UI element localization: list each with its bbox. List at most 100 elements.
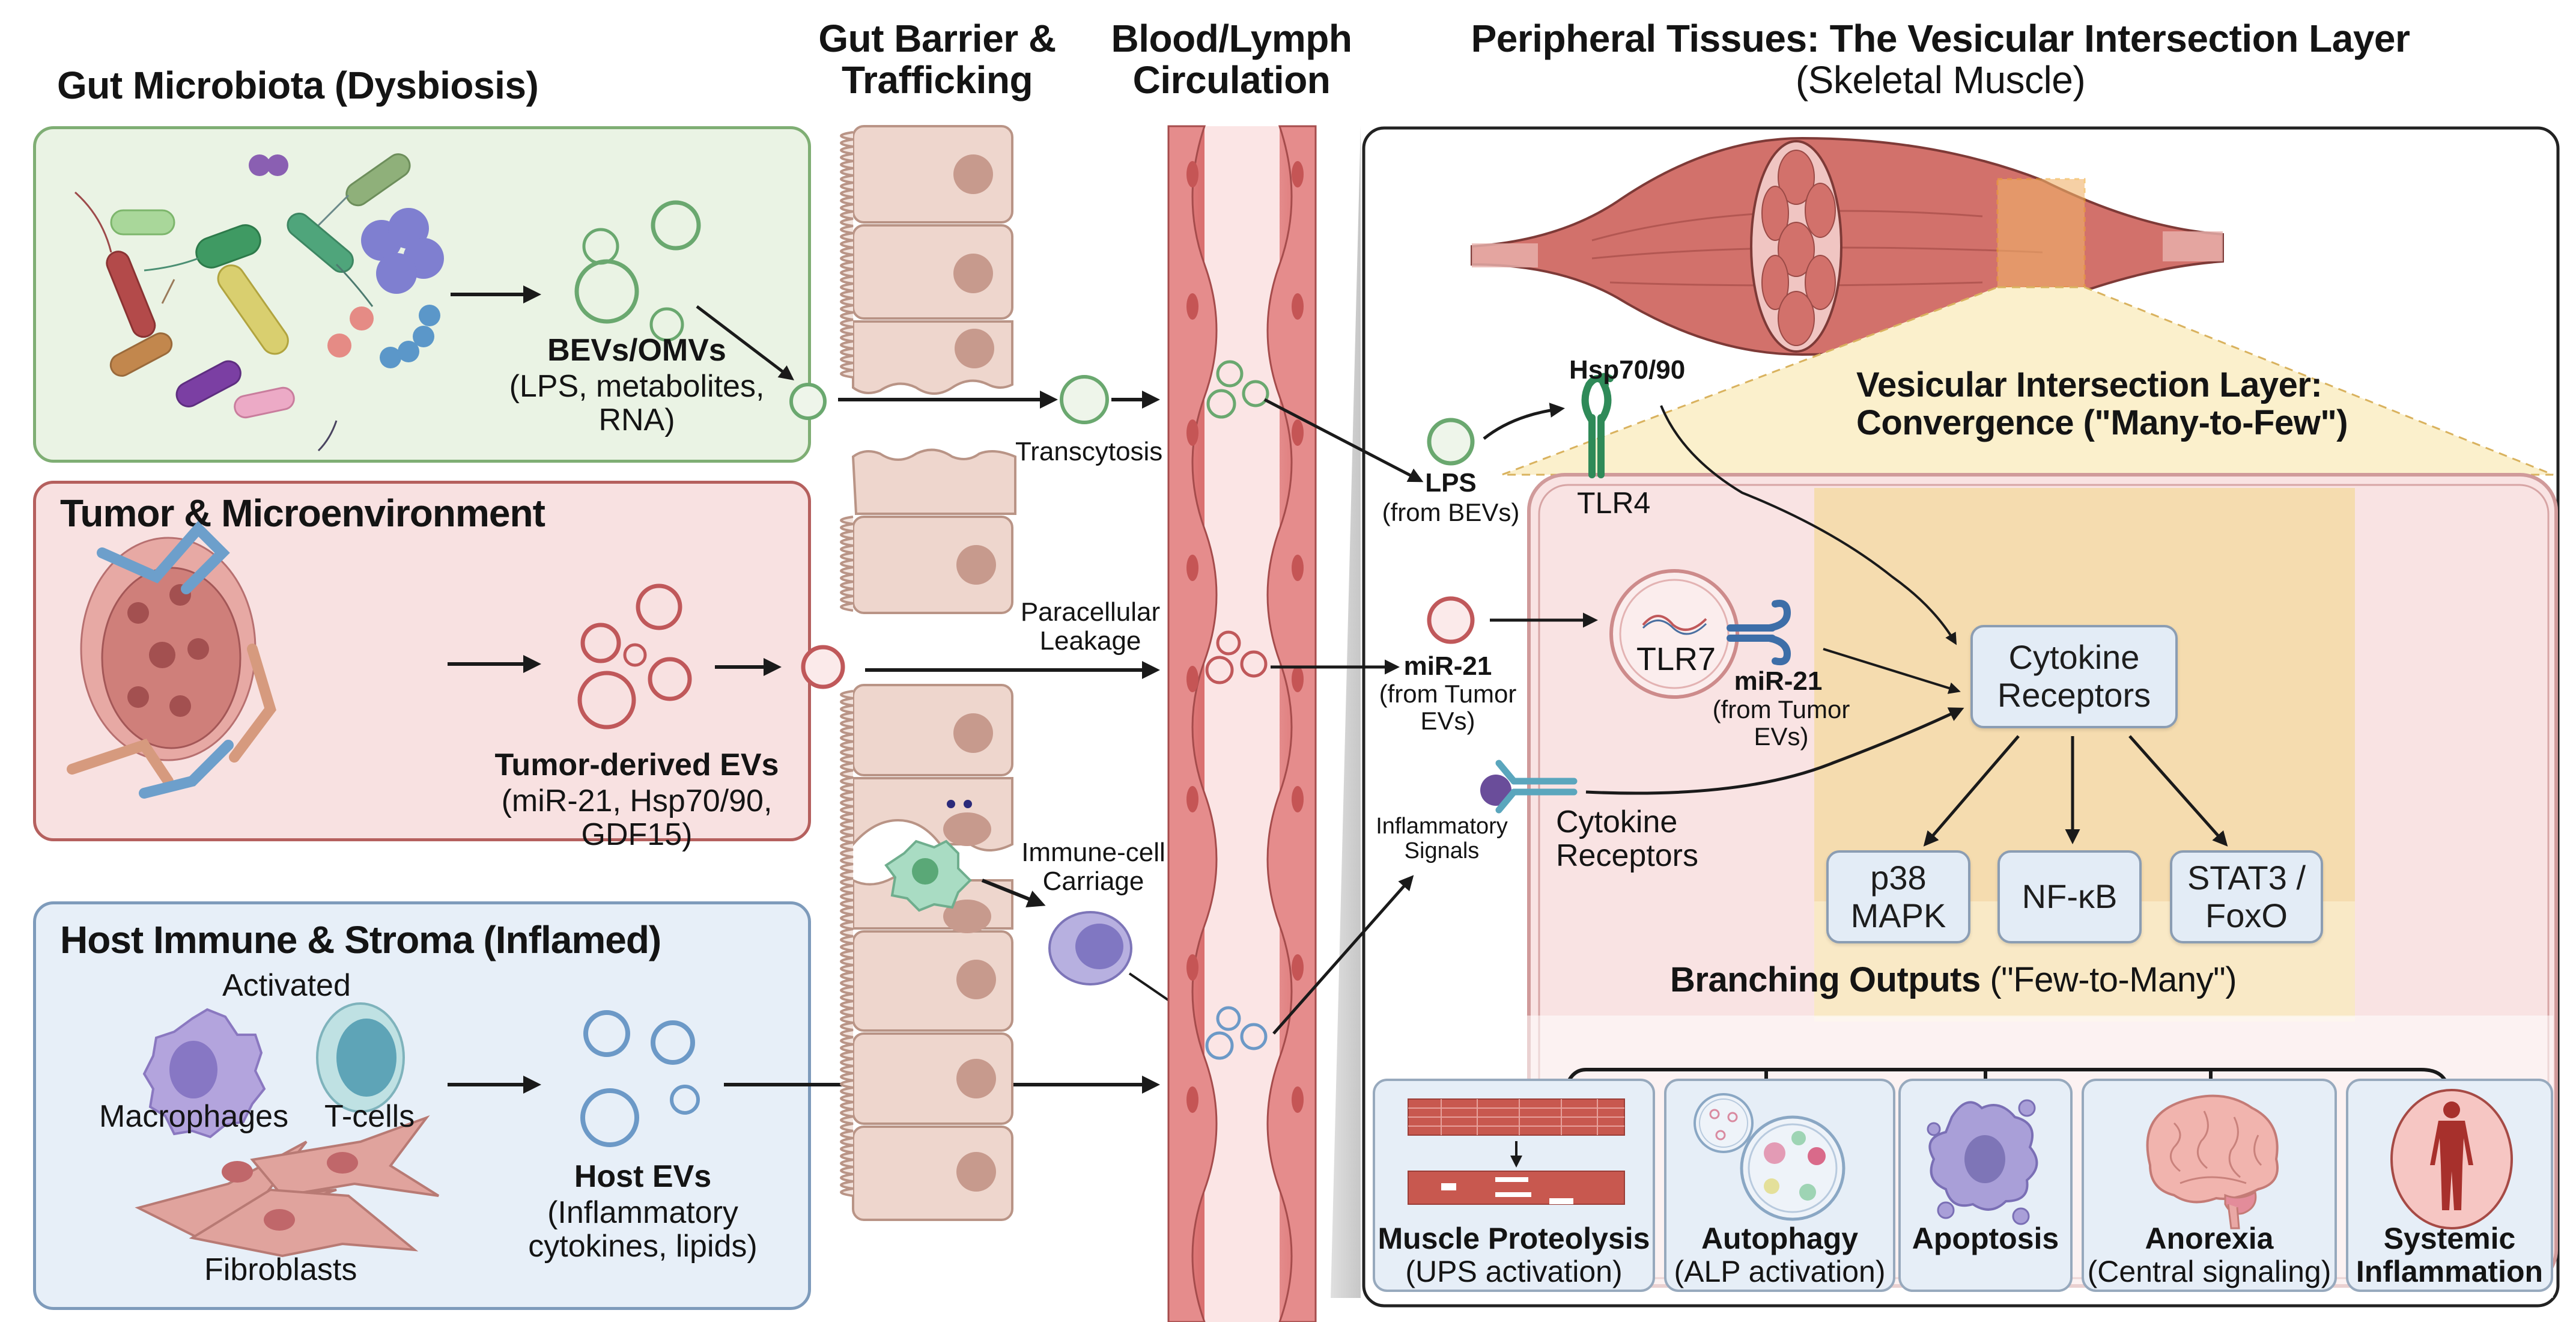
gut-barrier-header-line1: Gut Barrier & — [818, 17, 1056, 60]
output-systemic-label: Systemic Inflammation — [2348, 1222, 2551, 1288]
output-muscle-proteolysis-label: Muscle Proteolysis (UPS activation) — [1375, 1222, 1653, 1288]
cytokine-receptors-line1: Cytokine — [1556, 805, 1678, 839]
output-systemic-inflammation[interactable]: Systemic Inflammation — [2346, 1079, 2553, 1292]
host-box-title: Host Immune & Stroma (Inflamed) — [60, 918, 661, 961]
output-autophagy[interactable]: Autophagy (ALP activation) — [1664, 1079, 1895, 1292]
tlr7-label: TLR7 — [1636, 641, 1716, 677]
gut-barrier-header-line2: Trafficking — [841, 58, 1033, 102]
output-anorexia[interactable]: Anorexia (Central signaling) — [2082, 1079, 2337, 1292]
tumor-ev-desc-line2: GDF15) — [581, 817, 693, 853]
pathway-p38-line1: p38 — [1870, 858, 1927, 897]
output-apoptosis-label: Apoptosis — [1901, 1222, 2070, 1255]
bev-desc: (LPS, metabolites, RNA) — [481, 370, 793, 437]
output-systemic-title-line1: Systemic — [2383, 1222, 2516, 1255]
blood-vessel-icon — [1167, 125, 1317, 1322]
peripheral-subtitle: (Skeletal Muscle) — [1795, 58, 2086, 102]
immune-carriage-label: Immune-cell Carriage — [1015, 838, 1171, 895]
convergence-title-line1: Vesicular Intersection Layer: — [1856, 365, 2322, 404]
pathway-p38-mapk[interactable]: p38 MAPK — [1826, 850, 1970, 943]
tlr7-receptor-icon — [1727, 600, 1791, 666]
cytokine-receptors-hub[interactable]: Cytokine Receptors — [1970, 625, 2178, 728]
activated-label: Activated — [222, 968, 351, 1003]
bacteria-cluster-icon — [74, 153, 444, 452]
host-ev-desc-line2: cytokines, lipids) — [528, 1229, 758, 1264]
output-autophagy-label: Autophagy (ALP activation) — [1666, 1222, 1893, 1288]
fibroblasts-icon — [135, 1115, 440, 1258]
immune-carriage-label-line2: Carriage — [1042, 866, 1144, 896]
pathway-nf-kb[interactable]: NF-κB — [1997, 850, 2142, 943]
host-ev-desc: (Inflammatory cytokines, lipids) — [493, 1196, 793, 1263]
gut-microbiota-box — [33, 126, 811, 463]
dendritic-cell-icon — [884, 839, 972, 912]
inflammatory-signals-line2: Signals — [1404, 838, 1480, 864]
transcytosis-label: Transcytosis — [1015, 437, 1163, 466]
mir21-vesicle-icon — [1427, 596, 1475, 644]
immune-cell-carriage-icon — [1048, 911, 1132, 985]
hsp-label: Hsp70/90 — [1569, 355, 1686, 385]
tumor-ev-exit-icon — [801, 645, 845, 689]
pathway-nfkb-line1: NF-κB — [2022, 877, 2118, 916]
mir21-left-desc-line1: (from Tumor — [1379, 680, 1517, 708]
paracellular-label-line1: Paracellular — [1020, 597, 1161, 627]
output-muscle-title: Muscle Proteolysis — [1378, 1222, 1650, 1255]
gut-epithelium-icon — [840, 125, 1016, 1221]
mir21-right-desc-line1: (from Tumor — [1712, 695, 1850, 723]
tumor-mass-icon — [67, 520, 276, 799]
pathway-stat3-foxo[interactable]: STAT3 / FoxO — [2170, 850, 2323, 943]
circulation-header-line2: Circulation — [1132, 58, 1331, 102]
tlr4-label: TLR4 — [1577, 486, 1651, 520]
output-muscle-desc: (UPS activation) — [1405, 1255, 1623, 1288]
cytokine-receptor-icon — [1495, 760, 1578, 814]
fibroblasts-label: Fibroblasts — [204, 1252, 357, 1287]
mir21-right-desc: (from Tumor EVs) — [1703, 696, 1859, 751]
mir21-left-desc: (from Tumor EVs) — [1370, 680, 1526, 735]
convergence-title-line2: Convergence ("Many-to-Few") — [1856, 403, 2348, 442]
tlr4-receptor-icon — [1581, 373, 1614, 478]
output-apoptosis-title: Apoptosis — [1912, 1222, 2059, 1255]
gut-barrier-header: Gut Barrier & Trafficking — [805, 17, 1069, 102]
circulation-header-line1: Blood/Lymph — [1111, 17, 1352, 60]
mir21-right-desc-line2: EVs) — [1754, 722, 1809, 751]
pathway-stat3-line1: STAT3 / — [2187, 858, 2306, 897]
enterocytes-upper — [851, 125, 1016, 1221]
convergence-wedge — [1501, 286, 2554, 476]
tcells-label: T-cells — [324, 1099, 415, 1134]
immune-carriage-label-line1: Immune-cell — [1021, 838, 1165, 867]
lps-vesicle-icon — [1427, 418, 1475, 466]
hub-line2: Receptors — [1997, 676, 2151, 714]
branching-outputs-title: Branching Outputs ("Few-to-Many") — [1670, 961, 2237, 999]
pathway-p38-line2: MAPK — [1850, 896, 1946, 934]
output-apoptosis[interactable]: Apoptosis — [1898, 1079, 2073, 1292]
output-systemic-title-line2: Inflammation — [2356, 1255, 2544, 1288]
gut-microbiota-header: Gut Microbiota (Dysbiosis) — [57, 64, 539, 107]
inflammatory-signals-label: Inflammatory Signals — [1364, 814, 1520, 864]
macrophage-icon — [142, 1008, 266, 1139]
output-anorexia-desc: (Central signaling) — [2087, 1255, 2331, 1288]
branching-bold: Branching Outputs — [1670, 960, 1981, 999]
bev-vesicles-icon — [574, 200, 701, 342]
peripheral-header: Peripheral Tissues: The Vesicular Inters… — [1382, 17, 2499, 102]
mir21-left-title: miR-21 — [1403, 651, 1492, 681]
host-ev-desc-line1: (Inflammatory — [547, 1195, 738, 1230]
output-autophagy-title: Autophagy — [1701, 1222, 1859, 1255]
output-autophagy-desc: (ALP activation) — [1674, 1255, 1886, 1288]
circulation-header: Blood/Lymph Circulation — [1099, 17, 1364, 102]
muscle-fiber-degradation-icon — [1408, 1098, 1625, 1205]
output-muscle-proteolysis[interactable]: Muscle Proteolysis (UPS activation) — [1373, 1079, 1655, 1292]
tumor-ev-title: Tumor-derived EVs — [494, 748, 779, 782]
tlr7-endosome-icon — [1609, 569, 1739, 699]
branching-rest: ("Few-to-Many") — [1980, 960, 2237, 999]
cytokine-receptors-label: Cytokine Receptors — [1556, 805, 1698, 873]
lps-title: LPS — [1425, 468, 1477, 498]
autophagosome-icon — [1694, 1093, 1845, 1221]
mir21-left-desc-line2: EVs) — [1420, 707, 1475, 736]
lps-desc: (from BEVs) — [1382, 498, 1520, 526]
output-anorexia-label: Anorexia (Central signaling) — [2084, 1222, 2334, 1288]
cytokine-receptors-line2: Receptors — [1556, 838, 1698, 874]
apoptotic-cell-icon — [1927, 1099, 2038, 1225]
peripheral-title: Peripheral Tissues: The Vesicular Inters… — [1471, 17, 2410, 60]
paracellular-label-line2: Leakage — [1039, 626, 1141, 656]
inflammatory-signals-line1: Inflammatory — [1376, 814, 1508, 839]
output-anorexia-title: Anorexia — [2145, 1222, 2274, 1255]
tumor-ev-desc: (miR-21, Hsp70/90, GDF15) — [481, 784, 793, 851]
